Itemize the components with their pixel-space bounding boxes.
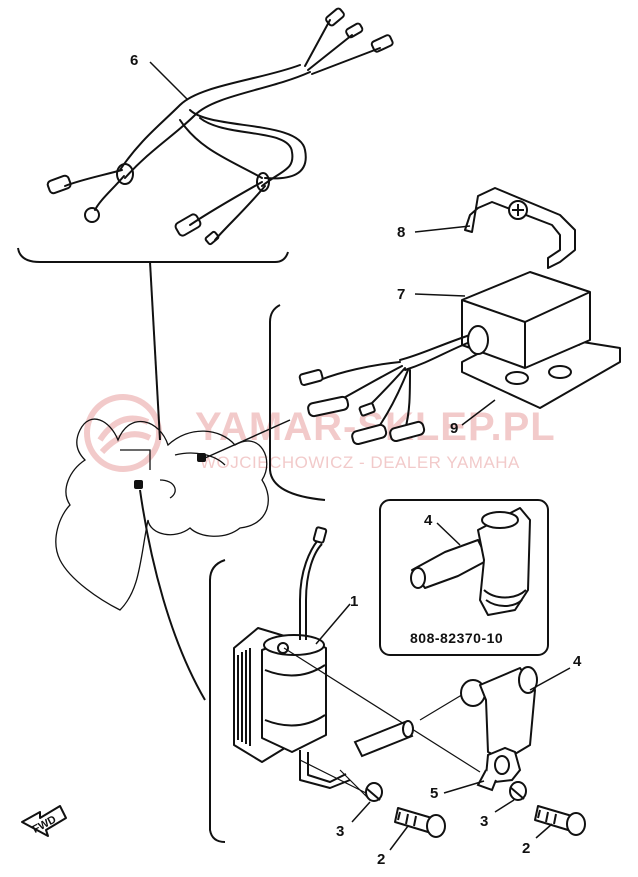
callout-9: 9: [450, 420, 458, 437]
callout-7: 7: [397, 286, 405, 303]
leader-4-inset: [436, 522, 461, 546]
washers: [365, 781, 527, 802]
callout-5: 5: [430, 785, 438, 802]
leader-7: [414, 293, 466, 297]
connection-line-bottom: [139, 489, 206, 701]
rubber-sleeve: [353, 720, 414, 758]
leader-5: [443, 780, 485, 794]
leader-3b: [494, 799, 515, 813]
callout-3a: 3: [336, 823, 344, 840]
connector-dot-2: [134, 480, 143, 489]
leader-4: [529, 667, 571, 691]
callout-6: 6: [130, 52, 138, 69]
leader-9: [461, 399, 496, 426]
callout-2b: 2: [522, 840, 530, 857]
inset-box: 4 808-82370-10: [379, 499, 549, 656]
leader-6: [149, 61, 189, 101]
fwd-arrow-icon: FWD: [21, 805, 67, 837]
leader-2b: [535, 823, 553, 839]
callout-3b: 3: [480, 813, 488, 830]
wire-harness: [46, 7, 394, 246]
group-bracket-cdi: [269, 304, 326, 501]
watermark-logo: [84, 394, 162, 472]
callout-8: 8: [397, 224, 405, 241]
watermark-subtitle: WOJCIECHOWICZ - DEALER YAMAHA: [200, 453, 520, 472]
connector-dot: [197, 453, 206, 462]
connection-line-top: [149, 261, 161, 441]
callout-4-inset: 4: [424, 512, 433, 529]
inset-part-number: 808-82370-10: [410, 630, 503, 646]
callout-4: 4: [573, 653, 582, 670]
leader-1: [315, 603, 351, 645]
leader-2a: [389, 825, 409, 851]
ignition-coil: [233, 526, 351, 789]
bolts: [394, 805, 586, 838]
cdi-unit: [461, 187, 621, 409]
group-bracket-coil: [209, 559, 226, 843]
callout-2a: 2: [377, 851, 385, 868]
spark-plug-cap: [410, 507, 531, 616]
callout-1: 1: [350, 593, 358, 610]
leader-8: [414, 225, 471, 233]
engine-outline: [55, 418, 269, 611]
connection-line-right: [204, 419, 291, 459]
leader-3a: [351, 801, 371, 823]
cdi-wires: [298, 325, 489, 446]
group-bracket-top: [17, 247, 289, 263]
plug-cap: [460, 666, 538, 761]
clamp: [476, 746, 522, 792]
